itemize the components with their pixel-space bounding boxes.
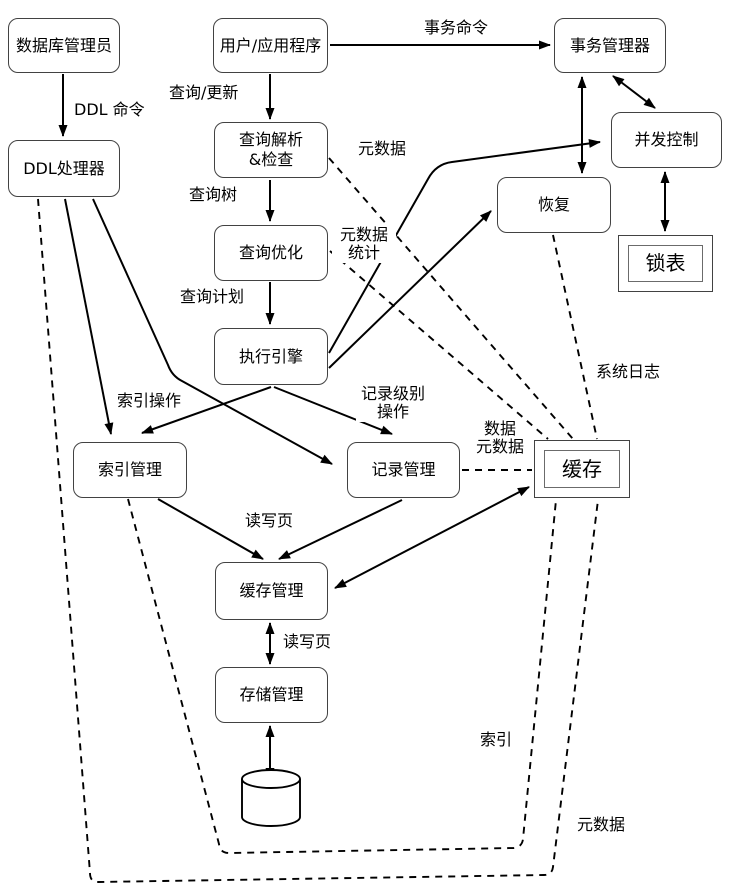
edge-index-manager-to-buffer-manager-arrow	[157, 498, 264, 560]
node-lock-table: 锁表	[618, 235, 713, 292]
node-execution-engine: 执行引擎	[214, 328, 328, 385]
dashed-index-manager-loop-to-buffer	[127, 498, 557, 854]
buffer-inner-frame: 缓存	[544, 450, 620, 488]
lock-table-inner-frame: 锁表	[628, 245, 703, 282]
edge-buffer-manager-buffer-biarrow	[334, 486, 530, 589]
node-lock-table-label: 锁表	[645, 251, 686, 275]
edge-label-index-loop: 索引	[479, 730, 514, 750]
node-execution-engine-label: 执行引擎	[238, 346, 303, 366]
node-index-manager-label: 索引管理	[97, 460, 162, 479]
edge-label-index-operations: 索引操作	[116, 391, 183, 411]
node-buffer-label: 缓存	[562, 456, 602, 481]
node-query-optimizer: 查询优化	[214, 225, 328, 281]
edge-record-manager-to-buffer-manager-arrow	[278, 499, 403, 560]
node-storage-manager-label: 存储管理	[239, 685, 304, 704]
node-query-parser-label: 查询解析 &检查	[238, 130, 303, 169]
node-query-optimizer-label: 查询优化	[238, 243, 303, 262]
node-concurrency-control: 并发控制	[611, 112, 722, 168]
edge-transaction-manager-concurrency-biarrow	[612, 75, 656, 109]
edge-label-system-log: 系统日志	[595, 362, 662, 382]
node-storage-manager: 存储管理	[215, 667, 328, 723]
node-database-administrator: 数据库管理员	[8, 18, 120, 73]
edge-engine-to-index-manager-arrow	[141, 386, 272, 434]
node-record-manager-label: 记录管理	[371, 460, 436, 479]
edge-label-metadata: 元数据	[357, 139, 408, 159]
edge-label-record-level-operations: 记录级别 操作	[356, 384, 430, 422]
node-transaction-manager: 事务管理器	[554, 18, 666, 73]
edge-label-ddl-command: DDL 命令	[73, 100, 146, 120]
edge-label-query-plan: 查询计划	[179, 287, 246, 307]
edge-label-read-write-page-upper: 读写页	[244, 511, 295, 531]
edge-label-query-update: 查询/更新	[168, 83, 240, 103]
edge-label-data-metadata: 数据 元数据	[474, 419, 526, 457]
node-recovery-label: 恢复	[537, 195, 570, 214]
database-cylinder-icon	[241, 769, 301, 827]
dashed-parser-metadata-to-buffer	[328, 157, 574, 440]
edge-label-query-tree: 查询树	[188, 185, 239, 205]
node-record-manager: 记录管理	[347, 442, 460, 498]
node-recovery: 恢复	[497, 177, 611, 233]
edge-engine-to-concurrency-arrow	[328, 139, 601, 354]
node-user-application: 用户/应用程序	[213, 18, 328, 73]
edge-ddl-to-index-manager-arrow	[64, 198, 114, 435]
node-user-application-label: 用户/应用程序	[219, 35, 322, 55]
node-query-parser: 查询解析 &检查	[214, 122, 328, 178]
dashed-ddl-metadata-loop-to-buffer	[37, 198, 599, 883]
node-concurrency-control-label: 并发控制	[634, 130, 699, 149]
node-buffer: 缓存	[534, 440, 630, 498]
edge-engine-to-recovery-arrow	[328, 210, 492, 369]
node-ddl-processor-label: DDL处理器	[23, 158, 105, 178]
edge-label-read-write-page-lower: 读写页	[282, 632, 333, 652]
node-ddl-processor: DDL处理器	[8, 140, 120, 197]
edge-label-transaction-command: 事务命令	[423, 18, 490, 38]
node-buffer-manager-label: 缓存管理	[239, 581, 304, 600]
edge-label-metadata-statistics: 元数据 统计	[332, 225, 396, 263]
edge-engine-to-record-manager-arrow	[273, 386, 393, 435]
node-index-manager: 索引管理	[73, 442, 187, 498]
edge-ddl-to-record-manager-arrow	[92, 198, 333, 465]
node-transaction-manager-label: 事务管理器	[569, 35, 650, 55]
node-buffer-manager: 缓存管理	[215, 562, 328, 620]
edge-label-metadata-loop: 元数据	[576, 815, 627, 835]
dashed-recovery-systemlog-to-buffer	[552, 234, 598, 440]
node-database-administrator-label: 数据库管理员	[15, 35, 112, 55]
dashed-optimizer-stats-to-buffer	[329, 250, 549, 440]
